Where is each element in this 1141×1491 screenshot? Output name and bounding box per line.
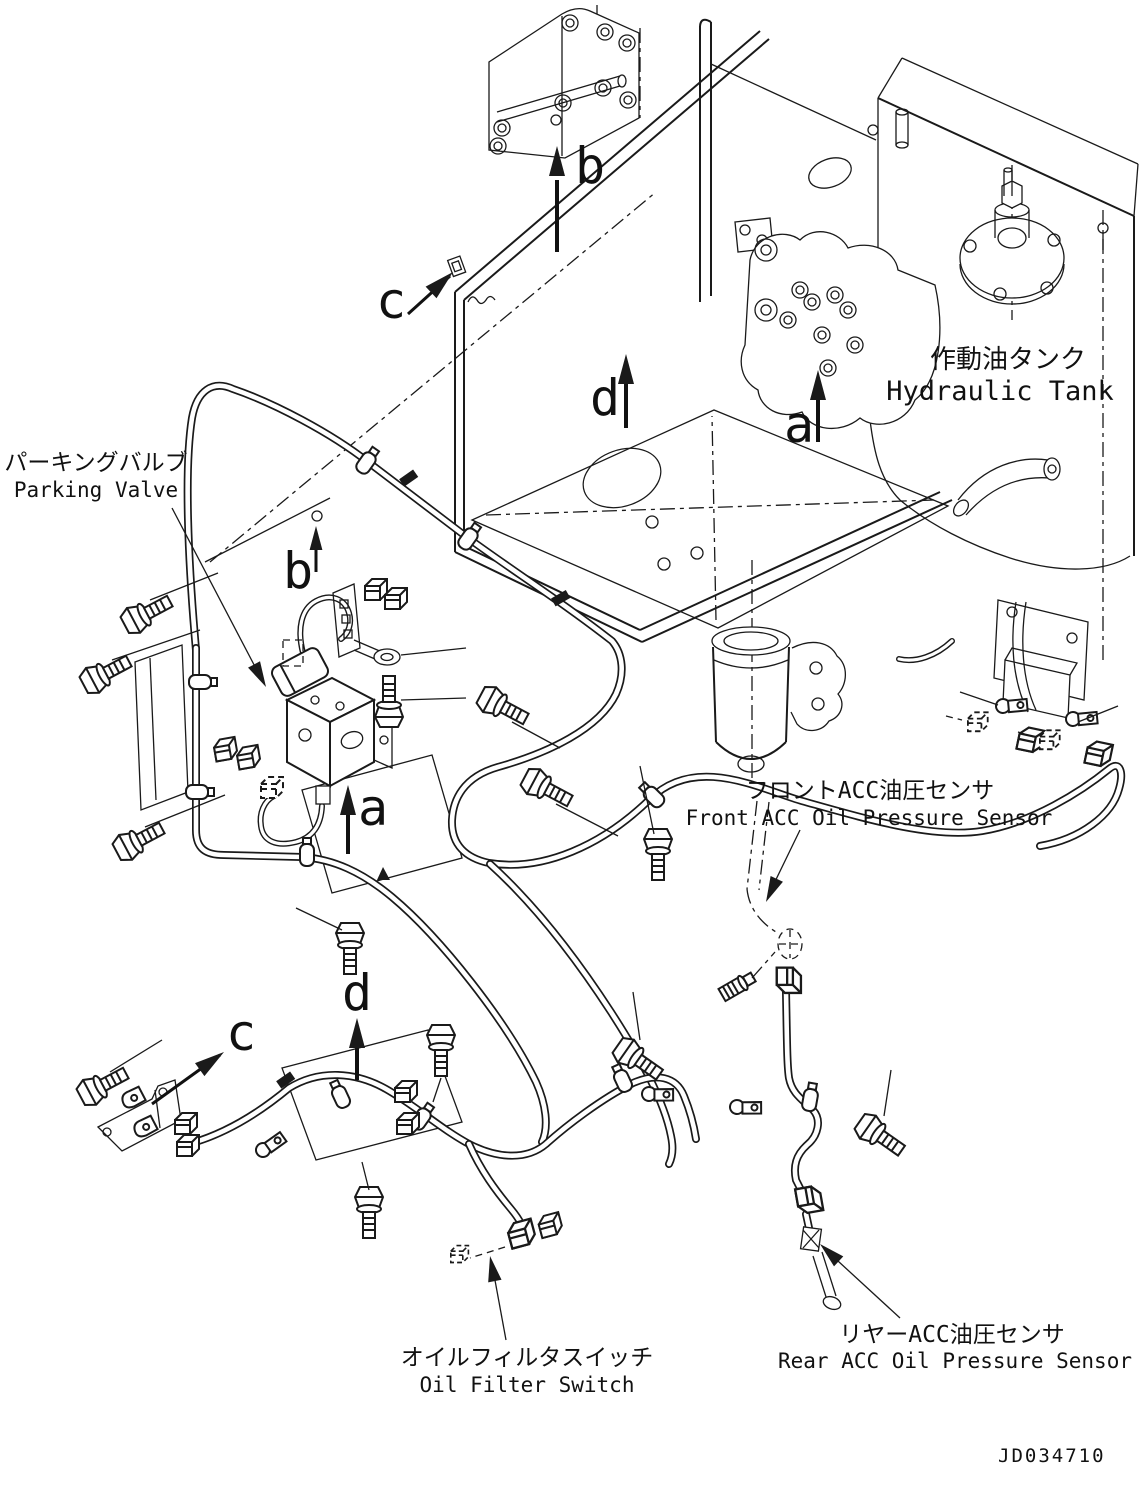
connector (176, 1134, 200, 1157)
tank-filler-cap (959, 167, 1065, 305)
bolt (426, 1024, 456, 1077)
spade-clip (130, 1114, 160, 1140)
bolt (117, 587, 178, 639)
top-bracket (488, 7, 640, 159)
parking-valve-assembly (270, 583, 393, 805)
right-sensor-assembly (959, 599, 1119, 732)
sensors (717, 928, 842, 1311)
marker-d-upper: d (590, 369, 620, 427)
bolt (354, 1186, 384, 1239)
valve-side-face (329, 698, 375, 788)
mounting-plate (740, 231, 941, 430)
label-oil-filter-switch-en: Oil Filter Switch (420, 1373, 635, 1397)
view-markers: b c d a b a d c (151, 137, 826, 1106)
marker-a-mid: a (358, 779, 388, 837)
harness-clamps (118, 255, 821, 1160)
spade-clip (118, 1085, 148, 1111)
front-sensor-connector (775, 966, 803, 995)
label-oil-filter-switch-ja: オイルフィルタスイッチ (401, 1345, 654, 1371)
label-hydraulic-tank-en: Hydraulic Tank (886, 376, 1114, 407)
tank-elbow-pipe (952, 457, 1061, 517)
marker-c-lower: c (226, 1004, 256, 1062)
marker-b-top: b (575, 137, 605, 195)
connector (364, 578, 388, 601)
label-hydraulic-tank-ja: 作動油タンク (930, 345, 1086, 375)
marker-d-lower: d (342, 964, 372, 1022)
oil-filter (711, 626, 847, 773)
rear-sensor-connector (793, 1184, 825, 1216)
wire-clamp (188, 674, 218, 690)
connector (1083, 738, 1115, 769)
wire-clamp (299, 837, 315, 867)
connector (394, 1080, 418, 1103)
bolt (643, 828, 673, 881)
label-parking-valve-en: Parking Valve (14, 478, 178, 502)
label-leaders (171, 507, 901, 1341)
bolt (76, 647, 137, 699)
marker-a-upper: a (784, 396, 814, 454)
front-acc-sensor-fitting (717, 969, 759, 1003)
main-frame (454, 18, 953, 643)
label-rear-acc-ja: リヤーACC油圧センサ (839, 1322, 1065, 1348)
label-parking-valve-ja: パーキングバルブ (4, 450, 187, 476)
bolt (374, 675, 404, 728)
wire-clamp (326, 1077, 353, 1111)
wiring-harness (188, 386, 1121, 1239)
wire-clamp (800, 1081, 821, 1114)
bolt (109, 814, 170, 866)
label-front-acc-ja: フロントACC油圧センサ (746, 778, 995, 804)
connector (234, 743, 263, 771)
text-labels: 作動油タンク Hydraulic Tank パーキングバルブ Parking V… (4, 345, 1132, 1467)
connector (211, 735, 240, 763)
marker-c-upper: c (376, 272, 406, 330)
connector (174, 1112, 198, 1135)
bolt (850, 1108, 911, 1164)
label-rear-acc-en: Rear ACC Oil Pressure Sensor (778, 1349, 1132, 1373)
bolt (473, 681, 534, 733)
connector-dashed (449, 1244, 470, 1264)
connector (535, 1211, 565, 1240)
connector-dashed (967, 711, 989, 733)
connector (396, 1112, 420, 1135)
connector (384, 587, 408, 610)
p-clip (251, 1130, 290, 1160)
hydraulic-tank (866, 57, 1139, 570)
label-front-acc-en: Front ACC Oil Pressure Sensor (686, 806, 1053, 830)
valve-solenoid (270, 647, 330, 697)
drawing-number: JD034710 (998, 1445, 1106, 1467)
connectors (174, 578, 1115, 1264)
connector-dashed (1039, 729, 1061, 751)
p-clip (727, 1093, 765, 1122)
bolt (517, 763, 578, 815)
p-clip (1063, 705, 1101, 732)
wire-clamp (185, 784, 215, 800)
marker-b-mid: b (283, 542, 313, 600)
connector-dashed (260, 776, 284, 799)
bolts (73, 114, 911, 1239)
oil-filter-switch-connector (504, 1217, 538, 1250)
